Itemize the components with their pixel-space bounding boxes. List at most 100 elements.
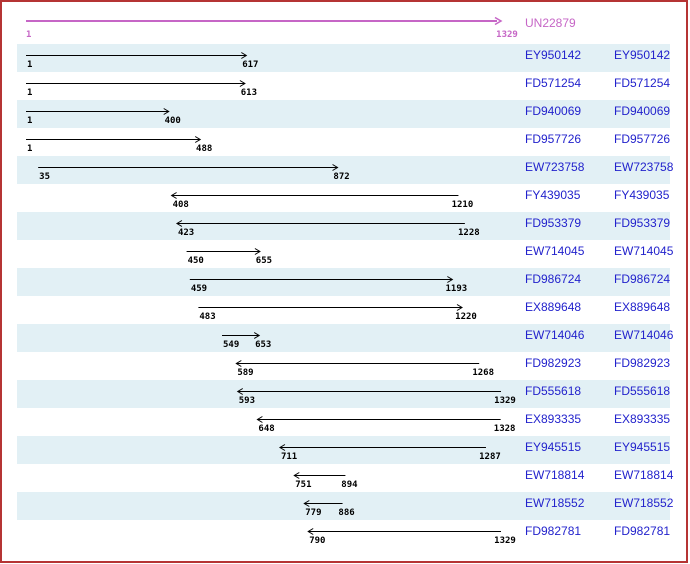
accession-link[interactable]: EW714046 [525,328,585,342]
accession-link[interactable]: FD957726 [525,132,582,146]
accession-link[interactable]: FD982923 [525,356,582,370]
accession-link-secondary[interactable]: EW723758 [614,160,674,174]
accession-link[interactable]: EW714045 [525,244,585,258]
start-coordinate: 751 [295,480,312,490]
row-band [17,492,670,520]
accession-link-secondary[interactable]: EW714046 [614,328,674,342]
alignment-arrow-left-icon [303,500,343,507]
accession-link[interactable]: EW718814 [525,468,585,482]
accession-link-secondary[interactable]: EW714045 [614,244,674,258]
row-band [17,268,670,296]
reference-row: 1 1329 UN22879 [2,10,686,44]
accession-link-secondary[interactable]: EX893335 [614,412,671,426]
row-band [17,324,670,352]
end-coordinate: 488 [196,144,213,154]
start-coordinate: 459 [190,284,208,294]
accession-link-secondary[interactable]: EW718552 [614,496,674,510]
accession-link[interactable]: FD940069 [525,104,582,118]
alignment-arrow-left-icon [236,388,501,395]
alignment-row: 549 653 EW714046 EW714046 [2,324,686,352]
alignment-arrow-left-icon [293,472,346,479]
alignment-arrow-right-icon [26,80,246,87]
accession-link[interactable]: EW718552 [525,496,585,510]
alignment-row: 35 872 EW723758 EW723758 [2,156,686,184]
start-coordinate: 1 [27,116,33,126]
end-coordinate: 653 [255,340,272,350]
accession-link-secondary[interactable]: FD957726 [614,132,671,146]
accession-link-secondary[interactable]: FY439035 [614,188,670,202]
accession-link[interactable]: FD982781 [525,524,582,538]
alignment-row: 648 1328 EX893335 EX893335 [2,408,686,436]
accession-link-secondary[interactable]: EX889648 [614,300,671,314]
accession-link[interactable]: FD986724 [525,272,582,286]
alignment-arrow-right-icon [189,276,454,283]
end-coordinate: 655 [255,256,273,266]
accession-link[interactable]: FD953379 [525,216,582,230]
start-coordinate: 779 [305,508,322,518]
start-coordinate: 408 [172,200,189,210]
alignment-arrow-right-icon [26,108,170,115]
start-coordinate: 549 [223,340,240,350]
accession-link-secondary[interactable]: EY950142 [614,48,671,62]
end-coordinate: 1328 [493,424,516,434]
start-coordinate: 593 [238,396,255,406]
start-coordinate: 450 [187,256,204,266]
end-coordinate: 1329 [494,396,516,406]
accession-link[interactable]: EX889648 [525,300,582,314]
accession-link[interactable]: EW723758 [525,160,585,174]
alignment-arrow-right-icon [222,332,261,339]
accession-link-secondary[interactable]: EY945515 [614,440,671,454]
accession-link-secondary[interactable]: FD953379 [614,216,671,230]
end-coordinate: 613 [240,88,258,98]
alignment-arrow-left-icon [278,444,486,451]
accession-link[interactable]: EY945515 [525,440,582,454]
reference-start-coordinate: 1 [26,30,32,40]
accession-link[interactable]: EX893335 [525,412,582,426]
alignment-row: 450 655 EW714045 EW714045 [2,240,686,268]
reference-arrow [26,16,503,26]
end-coordinate: 886 [338,508,355,518]
alignment-row: 1 488 FD957726 FD957726 [2,128,686,156]
accession-link[interactable]: FY439035 [525,188,581,202]
start-coordinate: 1 [27,144,33,154]
accession-link-secondary[interactable]: FD982923 [614,356,671,370]
accession-link[interactable]: EY950142 [525,48,582,62]
alignment-arrow-right-icon [186,248,261,255]
start-coordinate: 35 [39,172,50,182]
accession-link[interactable]: FD571254 [525,76,582,90]
alignment-arrow-left-icon [170,192,459,199]
end-coordinate: 1228 [458,228,480,238]
accession-link-secondary[interactable]: FD940069 [614,104,671,118]
reference-end-coordinate: 1329 [496,30,518,40]
accession-link-secondary[interactable]: EW718814 [614,468,674,482]
start-coordinate: 790 [309,536,326,546]
end-coordinate: 1210 [451,200,474,210]
alignment-arrow-right-icon [38,164,339,171]
row-band [17,436,670,464]
accession-link[interactable]: FD555618 [525,384,582,398]
row-band [17,44,670,72]
end-coordinate: 872 [333,172,350,182]
accession-link-secondary[interactable]: FD986724 [614,272,671,286]
alignment-row: 423 1228 FD953379 FD953379 [2,212,686,240]
accession-link-secondary[interactable]: FD982781 [614,524,671,538]
start-coordinate: 1 [27,60,33,70]
alignment-arrow-right-icon [26,136,202,143]
alignment-arrow-right-icon [198,304,463,311]
accession-link-secondary[interactable]: FD555618 [614,384,671,398]
end-coordinate: 1220 [455,312,477,322]
alignment-row: 779 886 EW718552 EW718552 [2,492,686,520]
start-coordinate: 423 [177,228,195,238]
start-coordinate: 711 [280,452,298,462]
end-coordinate: 1268 [472,368,495,378]
start-coordinate: 648 [258,424,275,434]
accession-link-secondary[interactable]: FD571254 [614,76,671,90]
